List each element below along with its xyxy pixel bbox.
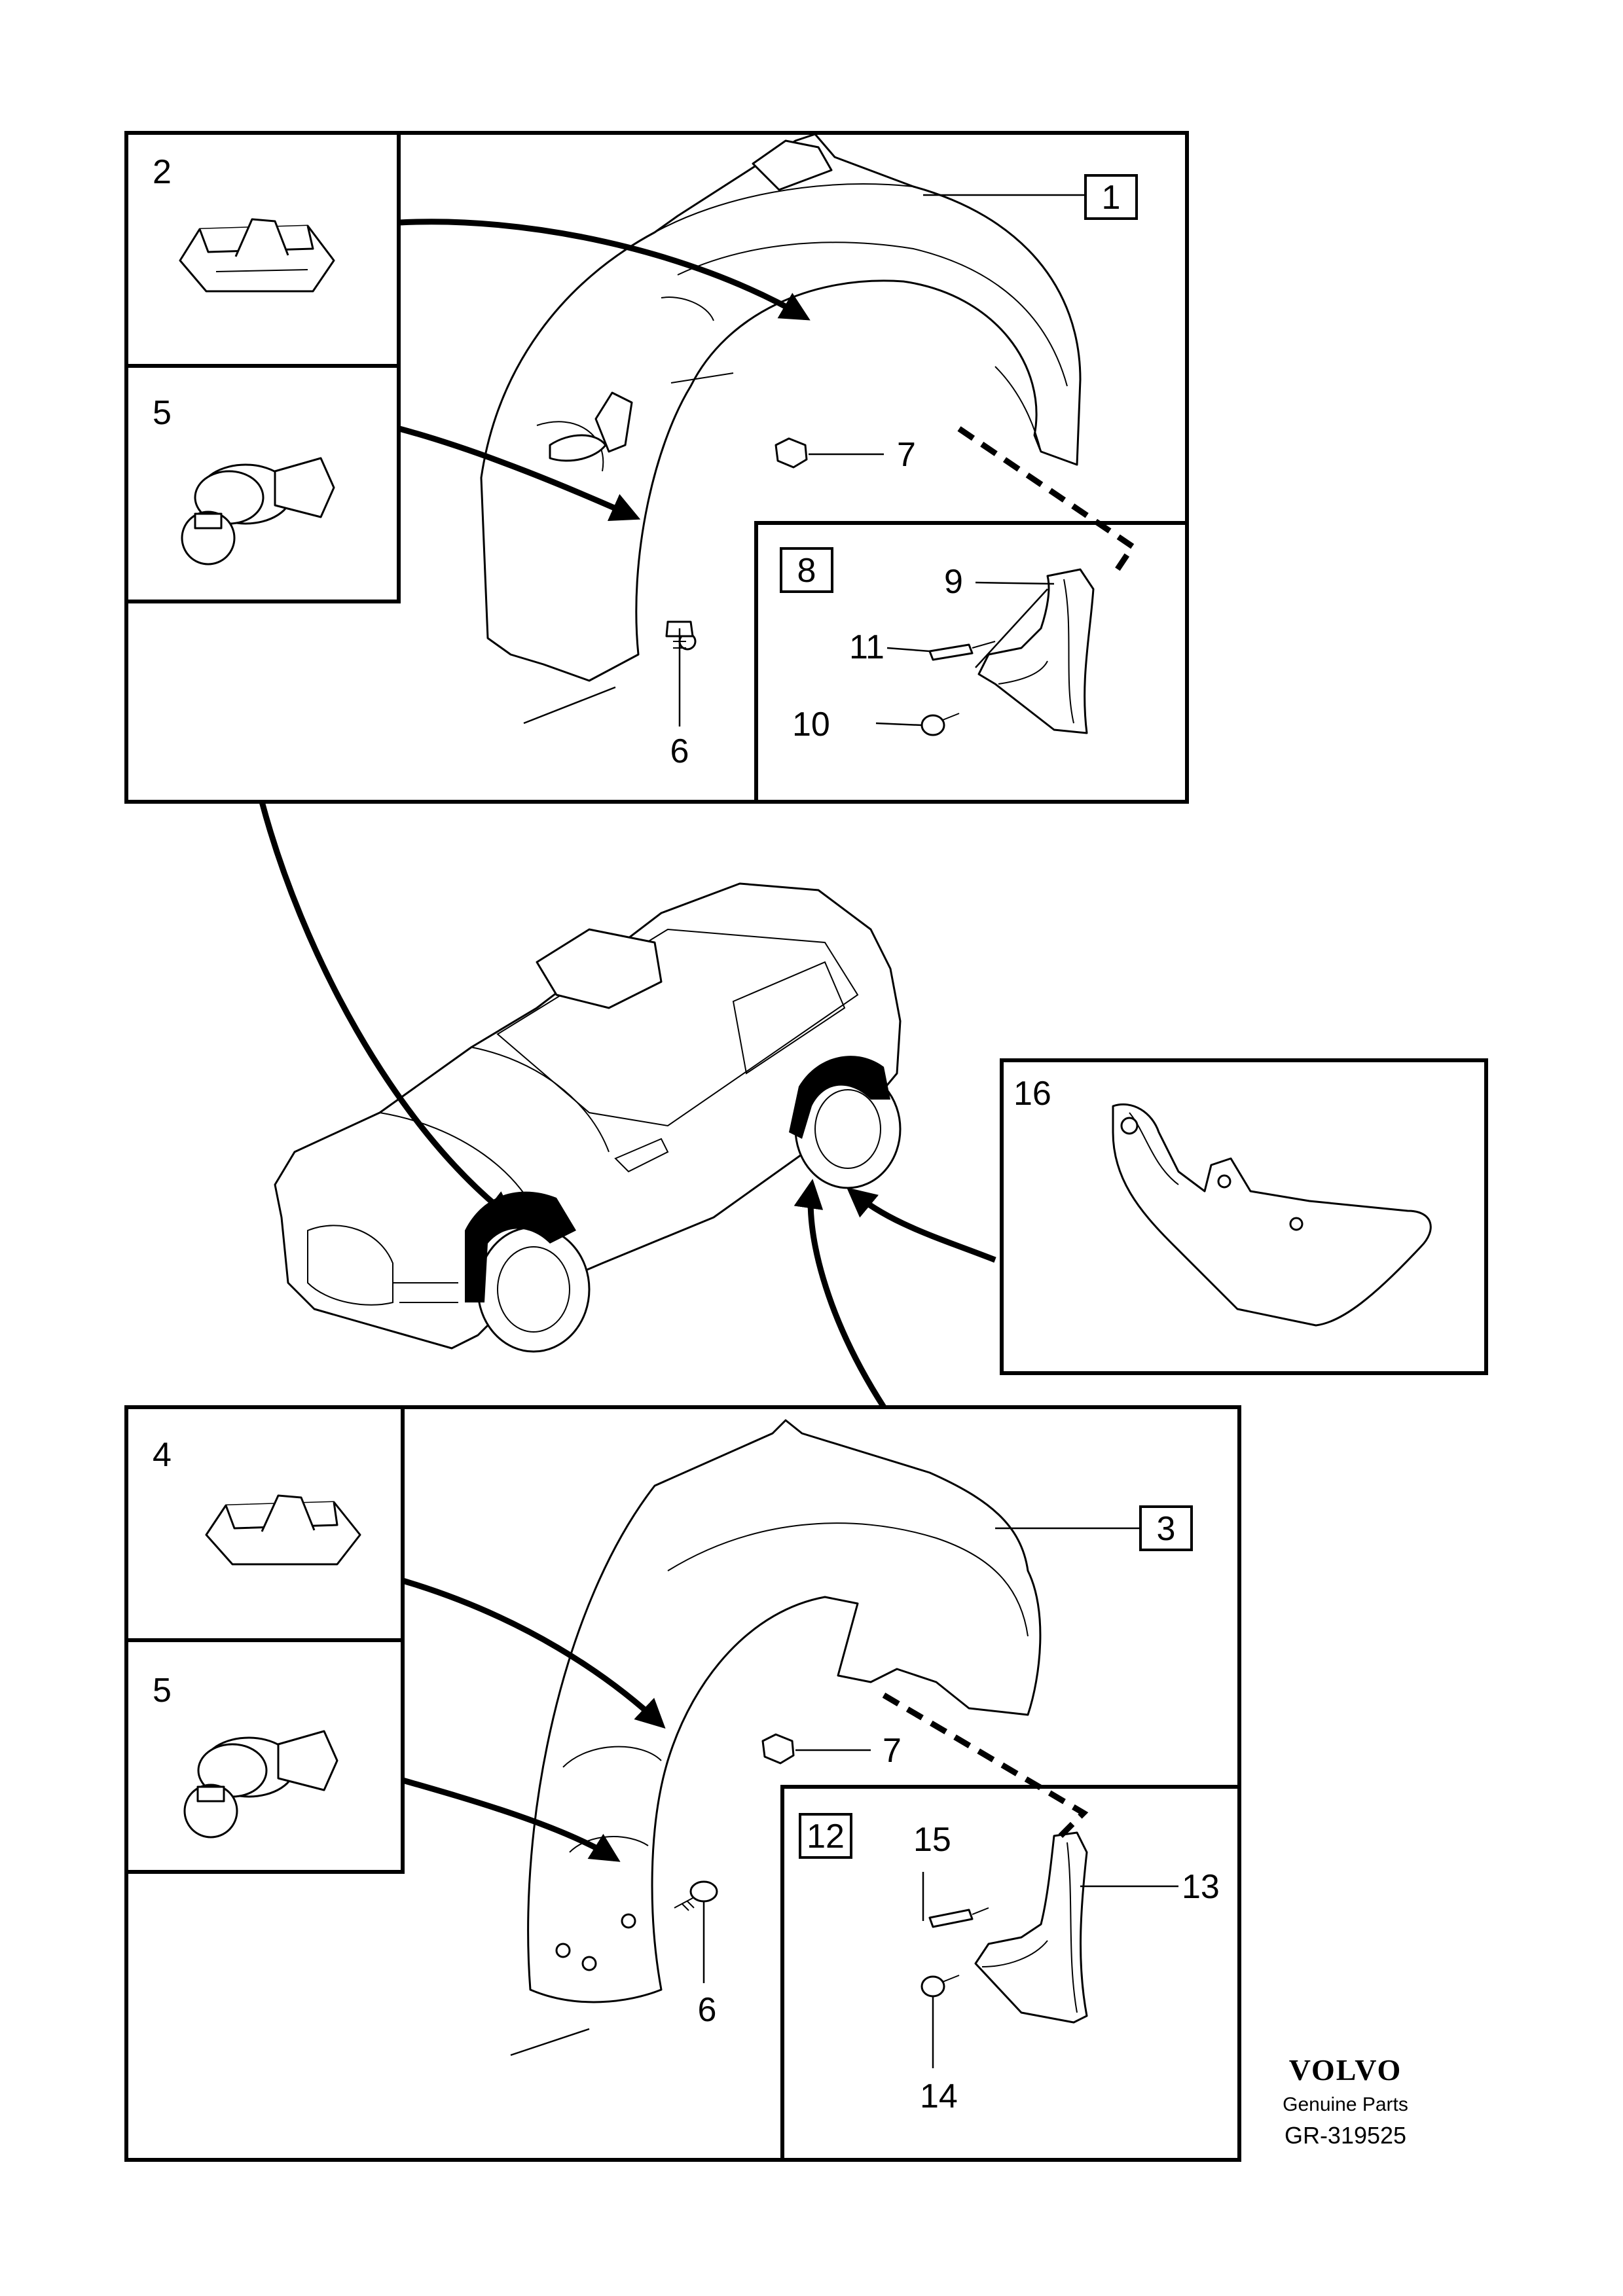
brand-block: VOLVO Genuine Parts GR-319525 [1283, 2053, 1408, 2149]
callout-13: 13 [1182, 1868, 1220, 1906]
callout-1: 1 [1084, 174, 1138, 220]
brand-tagline: Genuine Parts [1283, 2094, 1408, 2115]
inset-box-5-top [124, 364, 401, 603]
nut-icon [775, 437, 808, 469]
callout-6-bottom: 6 [698, 1991, 717, 2029]
rear-mudflap [974, 1831, 1088, 2024]
front-mudflap-rivet [928, 641, 996, 661]
callout-12: 12 [799, 1813, 852, 1859]
callout-9: 9 [944, 563, 963, 601]
car-illustration [274, 882, 902, 1353]
callout-4: 4 [153, 1436, 172, 1474]
clip-icon [179, 218, 335, 293]
callout-10: 10 [792, 706, 830, 744]
callout-5-bottom: 5 [153, 1672, 172, 1710]
callout-7-bottom: 7 [883, 1732, 902, 1770]
callout-5-top: 5 [153, 394, 172, 432]
inset-box-12 [780, 1785, 1241, 2162]
inset-box-8 [754, 521, 1189, 804]
callout-15: 15 [913, 1821, 951, 1859]
volvo-logo: VOLVO [1289, 2053, 1402, 2087]
clip-icon [205, 1494, 361, 1566]
svg-text:1: 1 [1102, 179, 1121, 217]
nut-icon [761, 1733, 795, 1765]
callout-7-top: 7 [897, 436, 916, 474]
reference-number: GR-319525 [1285, 2122, 1406, 2149]
mudflap-16-panel [1000, 1058, 1488, 1375]
callout-6-top: 6 [670, 732, 689, 770]
front-wheelhousing-liner [480, 133, 1082, 682]
front-wheelhousing-panel [124, 131, 1189, 804]
rear-wheelhousing-liner [527, 1419, 1042, 2003]
rear-wheelhousing-panel [124, 1405, 1241, 2162]
svg-text:3: 3 [1157, 1510, 1176, 1548]
callout-8: 8 [780, 547, 833, 593]
rear-mudflap-rivet [928, 1907, 989, 1928]
front-mudflap [977, 568, 1095, 734]
inset-box-5-bottom [124, 1638, 405, 1874]
front-mudflap-screw [921, 713, 960, 736]
callout-3: 3 [1139, 1505, 1193, 1551]
svg-text:8: 8 [797, 552, 816, 590]
svg-text:12: 12 [807, 1818, 845, 1856]
callout-14: 14 [920, 2077, 958, 2115]
screw-icon [674, 1880, 718, 1911]
callout-2: 2 [153, 153, 172, 191]
callout-16: 16 [1013, 1075, 1051, 1113]
callout-11: 11 [849, 628, 884, 666]
push-rivet-icon [183, 1730, 338, 1839]
push-rivet-icon [181, 457, 335, 565]
rear-mudflap-screw [921, 1975, 960, 1998]
